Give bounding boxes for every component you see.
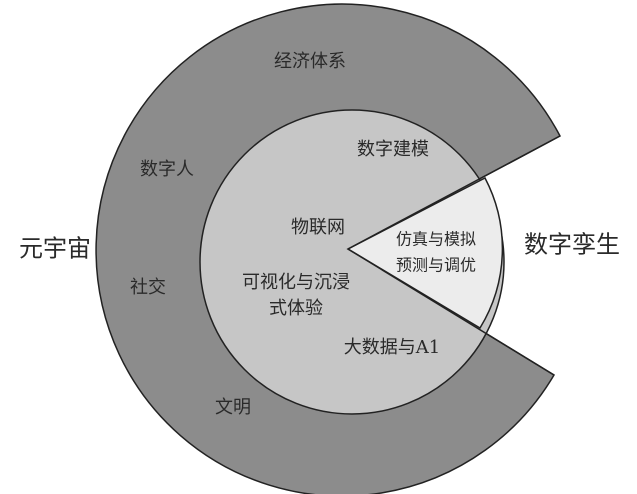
label-civilization: 文明 [215, 397, 251, 418]
label-economy: 经济体系 [274, 51, 346, 72]
label-digital-twin: 数字孪生 [524, 231, 620, 259]
label-visualization-2: 式体验 [269, 298, 323, 319]
label-simulation: 仿真与模拟 [396, 230, 476, 249]
label-metaverse: 元宇宙 [19, 235, 91, 263]
label-social: 社交 [130, 277, 166, 298]
wedge-edge-bottom [347, 248, 555, 376]
wedge-edge-top [347, 135, 561, 250]
label-bigdata-ai: 大数据与A1 [344, 337, 440, 358]
digital-twin-wedge [346, 176, 504, 330]
label-iot: 物联网 [291, 217, 345, 238]
label-digital-modeling: 数字建模 [357, 139, 429, 160]
label-prediction: 预测与调优 [396, 256, 476, 275]
label-digital-human: 数字人 [140, 159, 194, 180]
shared-inner-circle [199, 109, 505, 415]
label-visualization-1: 可视化与沉浸 [242, 272, 350, 293]
